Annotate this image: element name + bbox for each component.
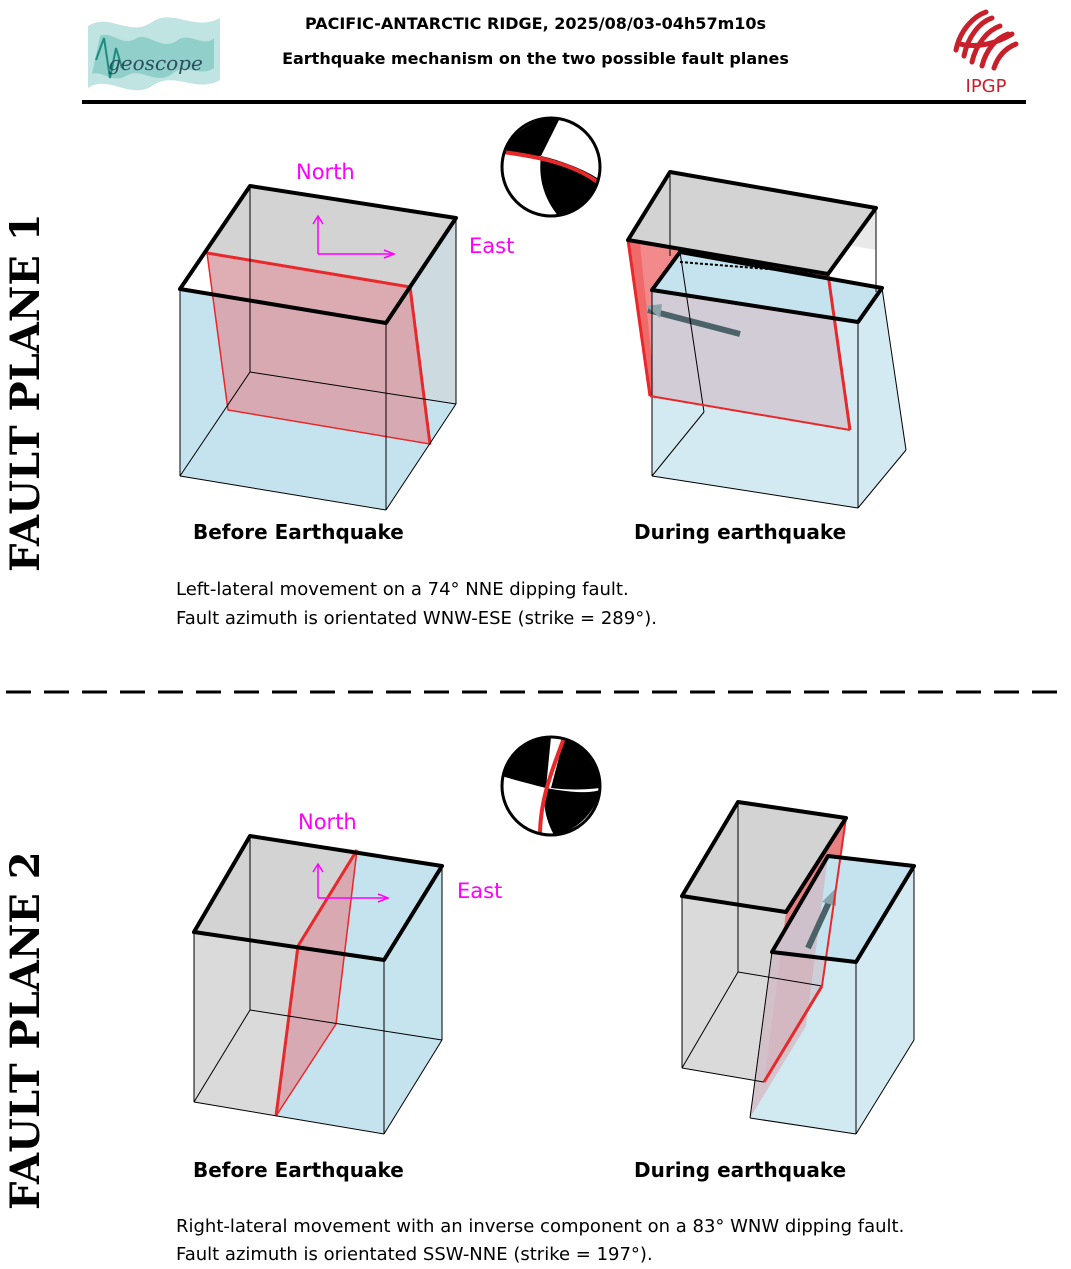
geoscope-logo: geoscope bbox=[88, 17, 220, 91]
compass-2: North East bbox=[298, 810, 502, 903]
caption-1-line1: Left-lateral movement on a 74° NNE dippi… bbox=[176, 579, 629, 600]
page-subtitle: Earthquake mechanism on the two possible… bbox=[282, 49, 789, 68]
panel-separator bbox=[6, 690, 1066, 694]
caption-1-line2: Fault azimuth is orientated WNW-ESE (str… bbox=[176, 608, 657, 629]
ipgp-logo: IPGP bbox=[953, 9, 1019, 97]
caption-2-line2: Fault azimuth is orientated SSW-NNE (str… bbox=[176, 1244, 653, 1265]
fault-plane-1-diagram: North East bbox=[178, 116, 907, 511]
before-block-2 bbox=[192, 834, 444, 1135]
during-label-2: During earthquake bbox=[634, 1158, 847, 1182]
before-label-1: Before Earthquake bbox=[193, 520, 404, 544]
beachball-2 bbox=[500, 735, 602, 837]
beachball-1 bbox=[500, 116, 602, 218]
during-block-1 bbox=[626, 170, 907, 509]
before-block-1 bbox=[178, 184, 458, 511]
during-label-1: During earthquake bbox=[634, 520, 847, 544]
before-label-2: Before Earthquake bbox=[193, 1158, 404, 1182]
geoscope-logo-text: geoscope bbox=[108, 51, 203, 75]
header-rule bbox=[82, 100, 1026, 104]
during-block-2 bbox=[680, 800, 916, 1135]
east-label-2: East bbox=[457, 879, 502, 903]
east-label-1: East bbox=[469, 234, 514, 258]
ipgp-logo-text: IPGP bbox=[966, 76, 1007, 97]
north-label-2: North bbox=[298, 810, 357, 834]
page-title: PACIFIC-ANTARCTIC RIDGE, 2025/08/03-04h5… bbox=[304, 14, 767, 33]
caption-2-line1: Right-lateral movement with an inverse c… bbox=[176, 1216, 905, 1237]
compass-1: North East bbox=[296, 160, 514, 259]
north-label-1: North bbox=[296, 160, 355, 184]
fault-plane-2-diagram: North East bbox=[192, 735, 916, 1135]
